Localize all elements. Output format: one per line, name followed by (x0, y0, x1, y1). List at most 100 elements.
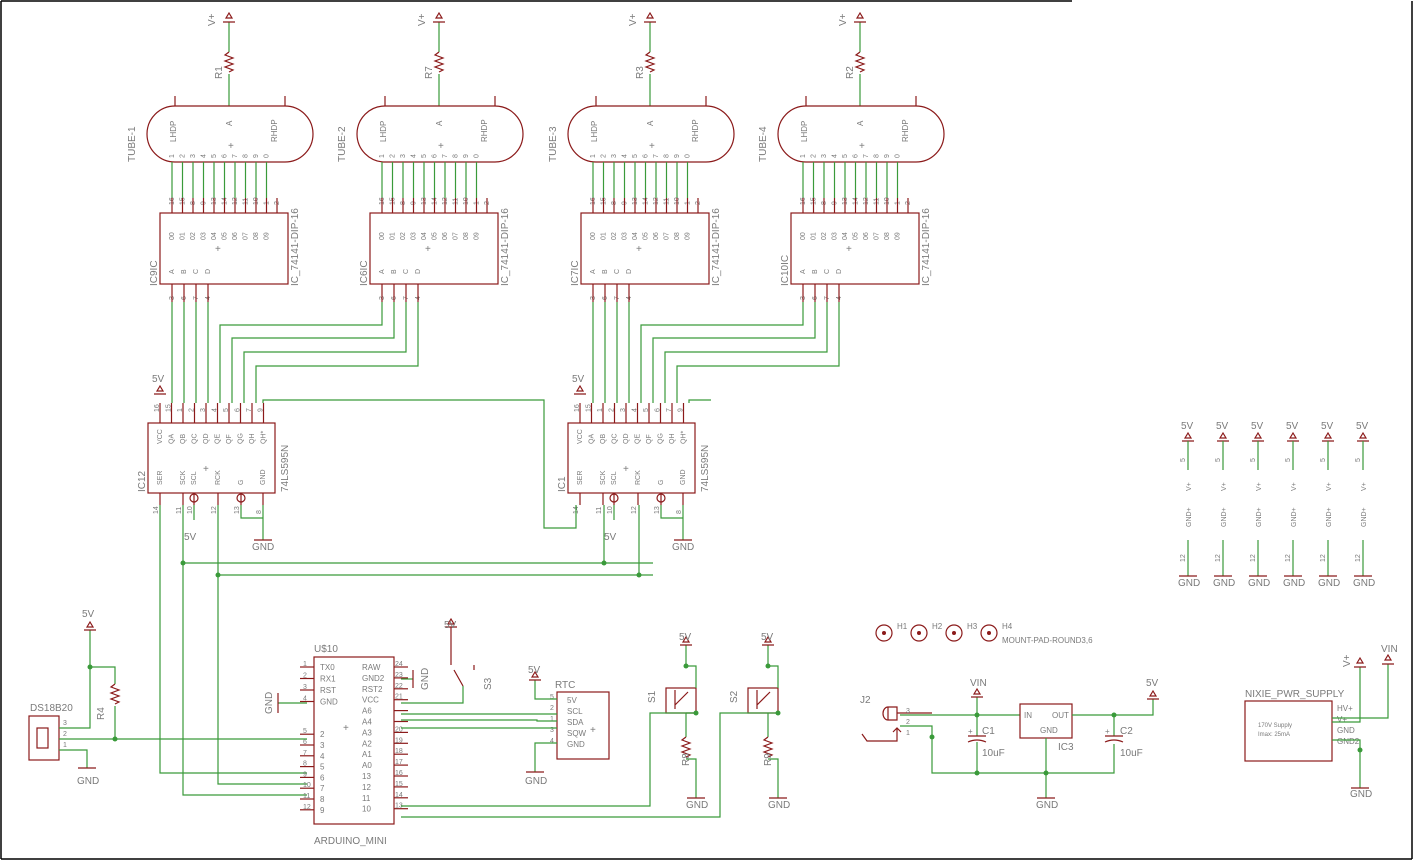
tube-3-supply-label: V+ (628, 13, 639, 26)
tube-2-pin-label: 5 (421, 154, 428, 158)
driver-3-out-label: 03 (622, 232, 629, 240)
driver-2-out-label: 00 (379, 232, 386, 240)
tube-2-supply-label: V+ (417, 13, 428, 26)
hole-h2: H2 (932, 622, 943, 631)
driver-3-in-label: B (602, 269, 609, 274)
tube-4-name: TUBE-4 (758, 126, 769, 162)
tube-section: V+ R1 TUBE-1 LHDP A RHDP V+ R7 TUBE-2 LH… (127, 11, 945, 198)
supply-conn-pin12: 12 (1215, 554, 1222, 562)
rtc-pin-label: SDA (567, 718, 584, 727)
supply-conn-5v-label: 5V (1286, 421, 1299, 432)
sr-1-g-wire (240, 505, 263, 519)
sr-2-top-label: QH (669, 434, 676, 445)
ds18b20-gnd: GND (77, 776, 99, 787)
jack-pin1: 1 (906, 730, 910, 737)
supply-conn-vplus: V+ (1186, 482, 1193, 491)
tube-3: V+ R3 TUBE-3 LHDP A RHDP (548, 11, 735, 163)
arduino-left-pin: 3 (303, 684, 307, 691)
power-input: J2 3 2 1 VIN + C1 10uF IN OUT GND IC3 GN… (860, 678, 1159, 811)
tube-2-lhdp: LHDP (379, 121, 388, 142)
driver-3-in-label: C (614, 269, 621, 274)
mount-holes: H1 H2 H3 H4 MOUNT-PAD-ROUND3,6 (875, 622, 1093, 645)
tube-4-anode: A (856, 120, 865, 126)
tube-1-lhdp: LHDP (169, 121, 178, 142)
sr-2-bottom-label: SCL (611, 471, 618, 485)
arduino-left-pin: 1 (303, 661, 307, 668)
driver-1-out-label: 06 (232, 232, 239, 240)
sr-1-bottom-pin: 14 (153, 506, 160, 514)
arduino-left-label: 5 (320, 763, 325, 772)
driver-1-out-label: 01 (180, 232, 187, 240)
tube-2-pin-label: 0 (474, 154, 481, 158)
sr-1-invert (189, 493, 199, 503)
switch-s3: 5V S3 (401, 617, 494, 704)
sr-2-top-pin: 1 (597, 408, 604, 412)
tube-2-rhdp: RHDP (480, 119, 489, 142)
tube-4-pin-label: 4 (832, 154, 839, 158)
tube-4-pin-label: 1 (800, 154, 807, 158)
tube-2-pin-label: 3 (400, 154, 407, 158)
driver-1-in-label: C (193, 269, 200, 274)
driver-2-body (369, 212, 499, 285)
driver-2-out-label: 01 (390, 232, 397, 240)
ds18b20-5v: 5V (82, 609, 95, 620)
supply-conn-gndplus: GND+ (1256, 507, 1263, 527)
driver-section: IC9IC IC_74141-DIP-16 IC6IC IC_74141-DIP… (149, 197, 932, 302)
s2-res: R9 (763, 753, 774, 766)
sr-1-bottom-label: SCK (180, 470, 187, 485)
nixie-pin-gnd2: GND2 (1337, 737, 1360, 746)
driver-2-origin: + (425, 244, 431, 255)
arduino-value: ARDUINO_MINI (314, 836, 387, 847)
ds18b20-body (28, 715, 60, 761)
sr-2-top-pin: 2 (609, 408, 616, 412)
tube-4-rhdp: RHDP (901, 119, 910, 142)
sr-1-invert (236, 493, 246, 503)
tube-2: V+ R7 TUBE-2 LHDP A RHDP (337, 11, 524, 163)
arduino-right-pin: 16 (395, 770, 403, 777)
arduino-left-pin: 7 (303, 750, 307, 757)
driver-4-out-label: 01 (811, 232, 818, 240)
tube-1-pin-label: 6 (222, 154, 229, 158)
sr-1-bottom-label: SCL (191, 471, 198, 485)
ds18b20-pin1: 1 (63, 742, 67, 749)
shift-register-pin-group: 16VCC15QA1QB2QC3QD4QE5QF6QG7QH9QH*SER14S… (152, 374, 694, 553)
sr-1-bottom-label: GND (260, 469, 267, 485)
nixie-vplus: V+ (1342, 654, 1353, 667)
supply-conn-pin5: 5 (1320, 458, 1327, 462)
driver-1-out-label: 04 (211, 232, 218, 240)
sr-2-invert (656, 493, 666, 503)
arduino-left-pin: 12 (303, 804, 311, 811)
reg-in: IN (1024, 711, 1032, 720)
sr-2-top-pin: 16 (574, 404, 581, 412)
driver-1-value: IC_74141-DIP-16 (290, 208, 301, 286)
c2-value: 10uF (1120, 748, 1143, 759)
tube-1-pin-label: 3 (190, 154, 197, 158)
driver-3-value: IC_74141-DIP-16 (711, 208, 722, 286)
arduino-right-label: GND2 (362, 674, 385, 683)
sr-1-top-label: QA (169, 434, 176, 444)
nixie-pin-hv: HV+ (1337, 704, 1353, 713)
arduino-left-label: RX1 (320, 675, 336, 684)
sr-2-scl-5v: 5V (604, 532, 617, 543)
sr-1-bottom-label: G (238, 480, 245, 485)
tube-4-pin-label: 5 (842, 154, 849, 158)
tube-1-pin-label: 9 (253, 154, 260, 158)
driver-3-out-label: 09 (685, 232, 692, 240)
driver-4-out-label: 06 (863, 232, 870, 240)
c1-value: 10uF (982, 748, 1005, 759)
supply-conn-pin12: 12 (1285, 554, 1292, 562)
ds18b20-sensor: DS18B20 3 2 1 R4 5V GND (28, 609, 307, 787)
supply-conn-pin5: 5 (1355, 458, 1362, 462)
sr-1-top-pin: 3 (200, 408, 207, 412)
tube-2-name: TUBE-2 (337, 126, 348, 162)
driver-1-out-label: 00 (169, 232, 176, 240)
driver-1-origin: + (215, 244, 221, 255)
arduino-left-label: 7 (320, 784, 325, 793)
tube-1-name: TUBE-1 (127, 126, 138, 162)
arduino-right-pin: 17 (395, 759, 403, 766)
driver-1-name: IC9IC (149, 260, 160, 286)
supply-conn-gnd-label: GND (1353, 578, 1375, 589)
driver-4-name: IC10IC (780, 255, 791, 286)
s3-name: S3 (483, 677, 494, 690)
